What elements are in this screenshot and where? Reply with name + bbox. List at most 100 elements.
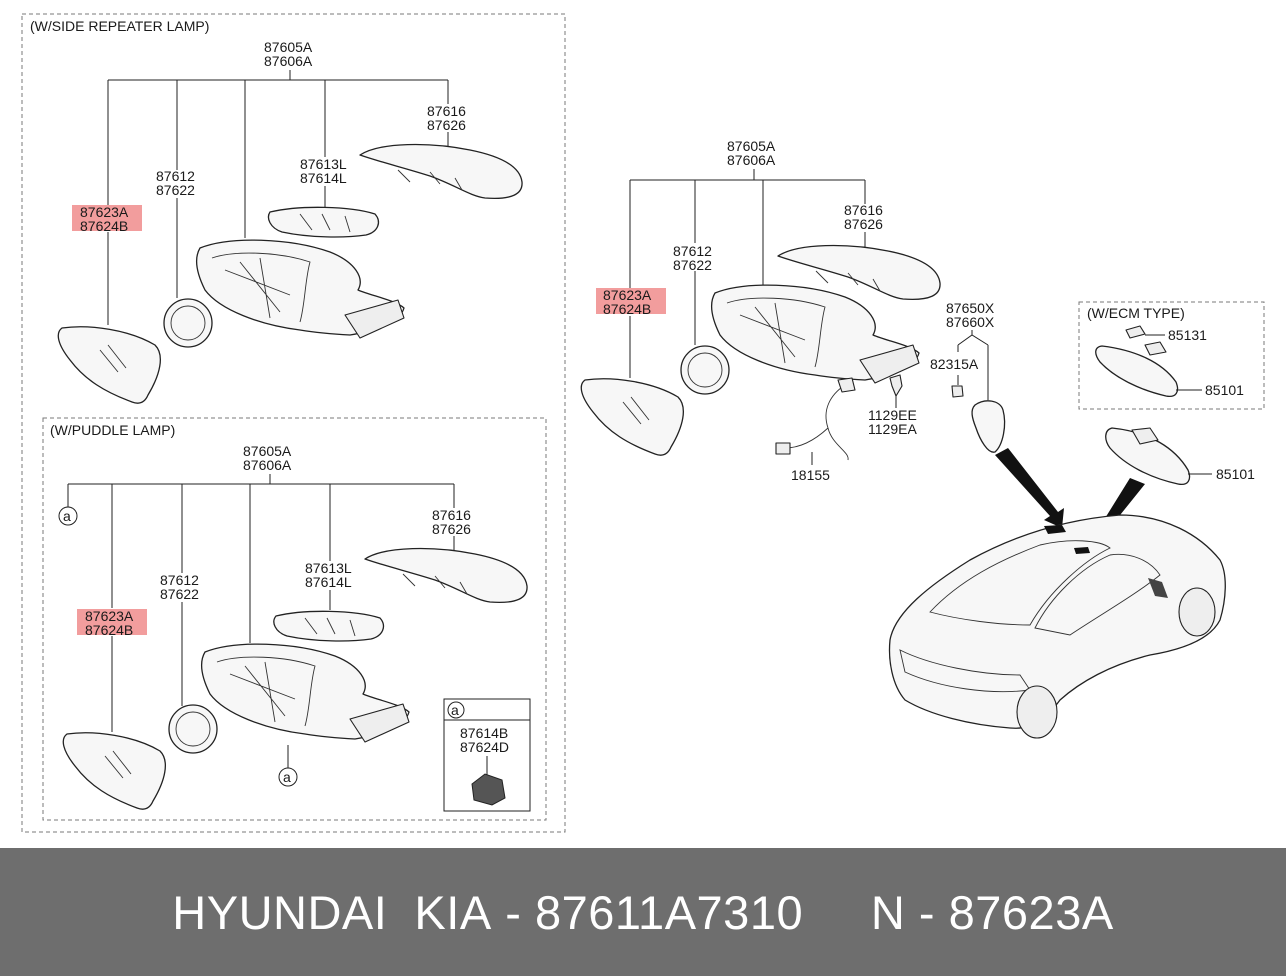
footer-n-prefix: N (870, 885, 906, 939)
cover-detail (815, 270, 881, 292)
scalp-cover-part[interactable] (777, 244, 941, 301)
label-assembly-2[interactable]: 87606A (727, 152, 776, 168)
glass-reflection (104, 750, 132, 779)
car-room-mirror-location (1074, 547, 1090, 554)
pointer-arrow (995, 448, 1064, 528)
label-actuator-2[interactable]: 87622 (156, 182, 195, 198)
label-cover-1[interactable]: 87616 (844, 202, 883, 218)
clip-part[interactable] (951, 385, 964, 398)
highlight-glass (77, 609, 147, 635)
label-assembly-1[interactable]: 87605A (727, 138, 776, 154)
label-puddle-lamp-2[interactable]: 87624D (460, 739, 509, 755)
label-cover-2[interactable]: 87626 (432, 521, 471, 537)
label-glass-2[interactable]: 87624B (85, 622, 133, 638)
ecm-mirror-part[interactable] (1095, 345, 1179, 398)
label-glass-2[interactable]: 87624B (603, 301, 651, 317)
label-room-mirror[interactable]: 85101 (1216, 466, 1255, 482)
parts-diagram: (W/SIDE REPEATER LAMP) 87605A 87606A 876… (21, 13, 1265, 833)
label-assembly-2[interactable]: 87606A (264, 53, 313, 69)
leader-line (957, 334, 989, 346)
label-actuator-2[interactable]: 87622 (160, 586, 199, 602)
scalp-cover-part[interactable] (359, 143, 523, 200)
car-side-mirror (1148, 578, 1168, 598)
screw-part[interactable] (889, 374, 903, 397)
car-illustration (888, 514, 1226, 739)
label-assembly-1[interactable]: 87605A (264, 39, 313, 55)
footer-separator: - (491, 885, 535, 939)
label-ecm-mirror[interactable]: 85101 (1205, 382, 1244, 398)
mount-bracket-part[interactable] (344, 299, 405, 339)
label-glass-1[interactable]: 87623A (85, 608, 134, 624)
side-repeater-lamp-part[interactable] (273, 610, 385, 642)
label-actuator-1[interactable]: 87612 (673, 243, 712, 259)
mount-bracket-part[interactable] (859, 344, 920, 384)
harness-connector (837, 377, 856, 393)
repeater-detail (299, 213, 351, 233)
car-body (888, 514, 1226, 729)
ref-marker: a (63, 508, 71, 524)
label-repeater-1[interactable]: 87613L (305, 560, 352, 576)
harness-connector (775, 442, 791, 455)
mirror-glass-part[interactable] (57, 326, 161, 404)
section-puddle: (W/PUDDLE LAMP) 87605A 87606A a 87616 87… (42, 417, 547, 821)
label-inside-mirror-1[interactable]: 87650X (946, 300, 995, 316)
label-cover-1[interactable]: 87616 (432, 507, 471, 523)
car-rear-wheel (1016, 685, 1058, 739)
footer-gap (803, 885, 871, 940)
label-actuator-2[interactable]: 87622 (673, 257, 712, 273)
label-repeater-2[interactable]: 87614L (300, 170, 347, 186)
label-glass-1[interactable]: 87623A (603, 287, 652, 303)
mirror-cover-part[interactable] (971, 400, 1006, 453)
actuator-detail (175, 711, 211, 747)
section-inner-box (42, 417, 547, 821)
scalp-cover-part[interactable] (364, 547, 528, 604)
housing-detail (726, 297, 826, 368)
label-screw-2[interactable]: 1129EA (868, 421, 917, 437)
room-mirror-part[interactable] (1105, 427, 1191, 486)
label-ecm-sensor[interactable]: 85131 (1168, 327, 1207, 343)
ref-circle (447, 701, 465, 719)
mount-bracket-part[interactable] (349, 703, 410, 743)
label-assembly-1[interactable]: 87605A (243, 443, 292, 459)
repeater-detail (304, 617, 356, 637)
section-main: 87605A 87606A 87616 87626 87612 87622 87… (580, 138, 1255, 739)
ecm-mirror-mount (1144, 341, 1167, 356)
wiring-harness-part[interactable] (784, 384, 849, 461)
label-screw-1[interactable]: 1129EE (868, 407, 917, 423)
label-actuator-1[interactable]: 87612 (160, 572, 199, 588)
housing-detail (216, 656, 316, 727)
label-clip[interactable]: 82315A (930, 356, 979, 372)
car-mirror-location (1044, 525, 1066, 534)
side-repeater-lamp-part[interactable] (267, 206, 380, 238)
actuator-detail (170, 305, 206, 341)
room-mirror-mount (1131, 427, 1159, 445)
label-glass-2[interactable]: 87624B (80, 218, 128, 234)
label-glass-1[interactable]: 87623A (80, 204, 129, 220)
label-cover-1[interactable]: 87616 (427, 103, 466, 119)
ecm-box (1078, 301, 1265, 410)
part-number-footer: HYUNDAI KIA - 87611A7310 N - 87623A (0, 848, 1286, 976)
label-harness[interactable]: 18155 (791, 467, 830, 483)
footer-part-number: 87611A7310 (534, 885, 804, 939)
label-actuator-1[interactable]: 87612 (156, 168, 195, 184)
housing-detail (211, 252, 311, 323)
mirror-glass-part[interactable] (580, 378, 684, 456)
label-cover-2[interactable]: 87626 (844, 216, 883, 232)
ecm-sensor-part[interactable] (1125, 325, 1146, 339)
label-repeater-2[interactable]: 87614L (305, 574, 352, 590)
glass-reflection (622, 396, 650, 425)
label-puddle-lamp-1[interactable]: 87614B (460, 725, 508, 741)
section-ecm: (W/ECM TYPE) 85131 85101 (1078, 301, 1265, 410)
mirror-glass-part[interactable] (62, 732, 166, 810)
label-repeater-1[interactable]: 87613L (300, 156, 347, 172)
label-assembly-2[interactable]: 87606A (243, 457, 292, 473)
glass-reflection (99, 344, 127, 373)
label-inside-mirror-2[interactable]: 87660X (946, 314, 995, 330)
puddle-lamp-part[interactable] (471, 773, 506, 806)
footer-brand: HYUNDAI KIA (172, 885, 492, 939)
actuator-detail (687, 352, 723, 388)
section-title-puddle: (W/PUDDLE LAMP) (50, 422, 175, 438)
inset-marker: a (451, 702, 459, 718)
label-cover-2[interactable]: 87626 (427, 117, 466, 133)
highlight-glass (596, 288, 666, 314)
